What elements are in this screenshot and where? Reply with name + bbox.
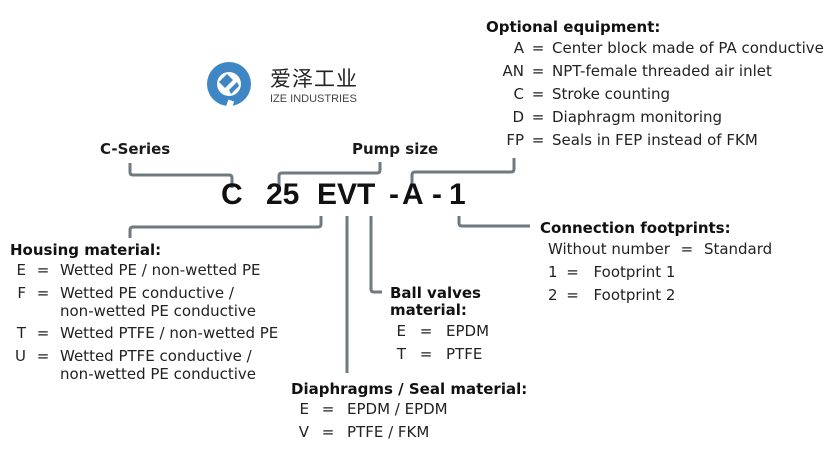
- connector-pump-size: [277, 162, 382, 187]
- list-item: V=PTFE / FKM: [298, 423, 430, 441]
- list-item: Without number=Standard: [548, 240, 773, 258]
- c-series-label: C-Series: [100, 140, 171, 158]
- list-item: 2=Footprint 2: [548, 286, 676, 304]
- model-code-materials: EVT: [317, 178, 376, 211]
- model-code-dash-1: -: [389, 178, 399, 211]
- list-item-continued: non-wetted PE conductive: [60, 365, 257, 383]
- diaphragms-title: Diaphragms / Seal material:: [291, 380, 528, 398]
- list-item: AN=NPT-female threaded air inlet: [502, 62, 772, 80]
- connection-footprints-title: Connection footprints:: [540, 219, 731, 237]
- list-item-continued: non-wetted PE conductive: [60, 302, 257, 320]
- list-item: C=Stroke counting: [513, 85, 671, 103]
- optional-equipment-section: Optional equipment: A=Center block made …: [486, 18, 824, 152]
- list-item: E=Wetted PE / non-wetted PE: [16, 261, 261, 279]
- ball-valves-section: Ball valves material: E=EPDM T=PTFE: [390, 285, 489, 366]
- ball-valves-title-line2: material:: [390, 301, 467, 319]
- model-code-series: C: [221, 178, 243, 211]
- housing-material-section: Housing material: E=Wetted PE / non-wett…: [10, 241, 278, 385]
- connector-optional: [410, 158, 516, 187]
- list-item: D=Diaphragm monitoring: [512, 108, 723, 126]
- list-item: T=Wetted PTFE / non-wetted PE: [16, 324, 279, 342]
- list-item: E=EPDM / EPDM: [299, 400, 448, 418]
- ball-valves-title-line1: Ball valves: [390, 284, 481, 302]
- model-code-size: 25: [266, 178, 300, 211]
- optional-equipment-title: Optional equipment:: [486, 18, 661, 36]
- pump-size-label: Pump size: [352, 140, 439, 158]
- list-item: 1=Footprint 1: [548, 263, 676, 281]
- list-item: E=EPDM: [396, 322, 490, 340]
- logo-icon: [207, 62, 251, 110]
- model-code-footprint: 1: [449, 178, 466, 211]
- model-code-dash-2: -: [432, 178, 442, 211]
- connector-housing: [128, 216, 323, 238]
- logo-english-text: IZE INDUSTRIES: [270, 93, 357, 105]
- diaphragms-section: Diaphragms / Seal material: E=EPDM / EPD…: [291, 380, 527, 444]
- housing-material-title: Housing material:: [10, 241, 162, 259]
- connector-ball-valves: [369, 216, 382, 294]
- logo-chinese-text: 爱泽工业: [270, 67, 358, 91]
- list-item: FP=Seals in FEP instead of FKM: [506, 131, 758, 149]
- model-code-option: A: [402, 178, 424, 211]
- list-item: T=PTFE: [396, 345, 483, 363]
- list-item: U=Wetted PTFE conductive /: [15, 347, 252, 365]
- list-item: F=Wetted PE conductive /: [17, 284, 234, 302]
- list-item: A=Center block made of PA conductive: [513, 39, 824, 57]
- connection-footprints-section: Connection footprints: Without number=St…: [540, 219, 772, 307]
- connector-c-series: [128, 163, 234, 188]
- company-logo: [205, 60, 253, 112]
- connector-footprints: [457, 216, 530, 228]
